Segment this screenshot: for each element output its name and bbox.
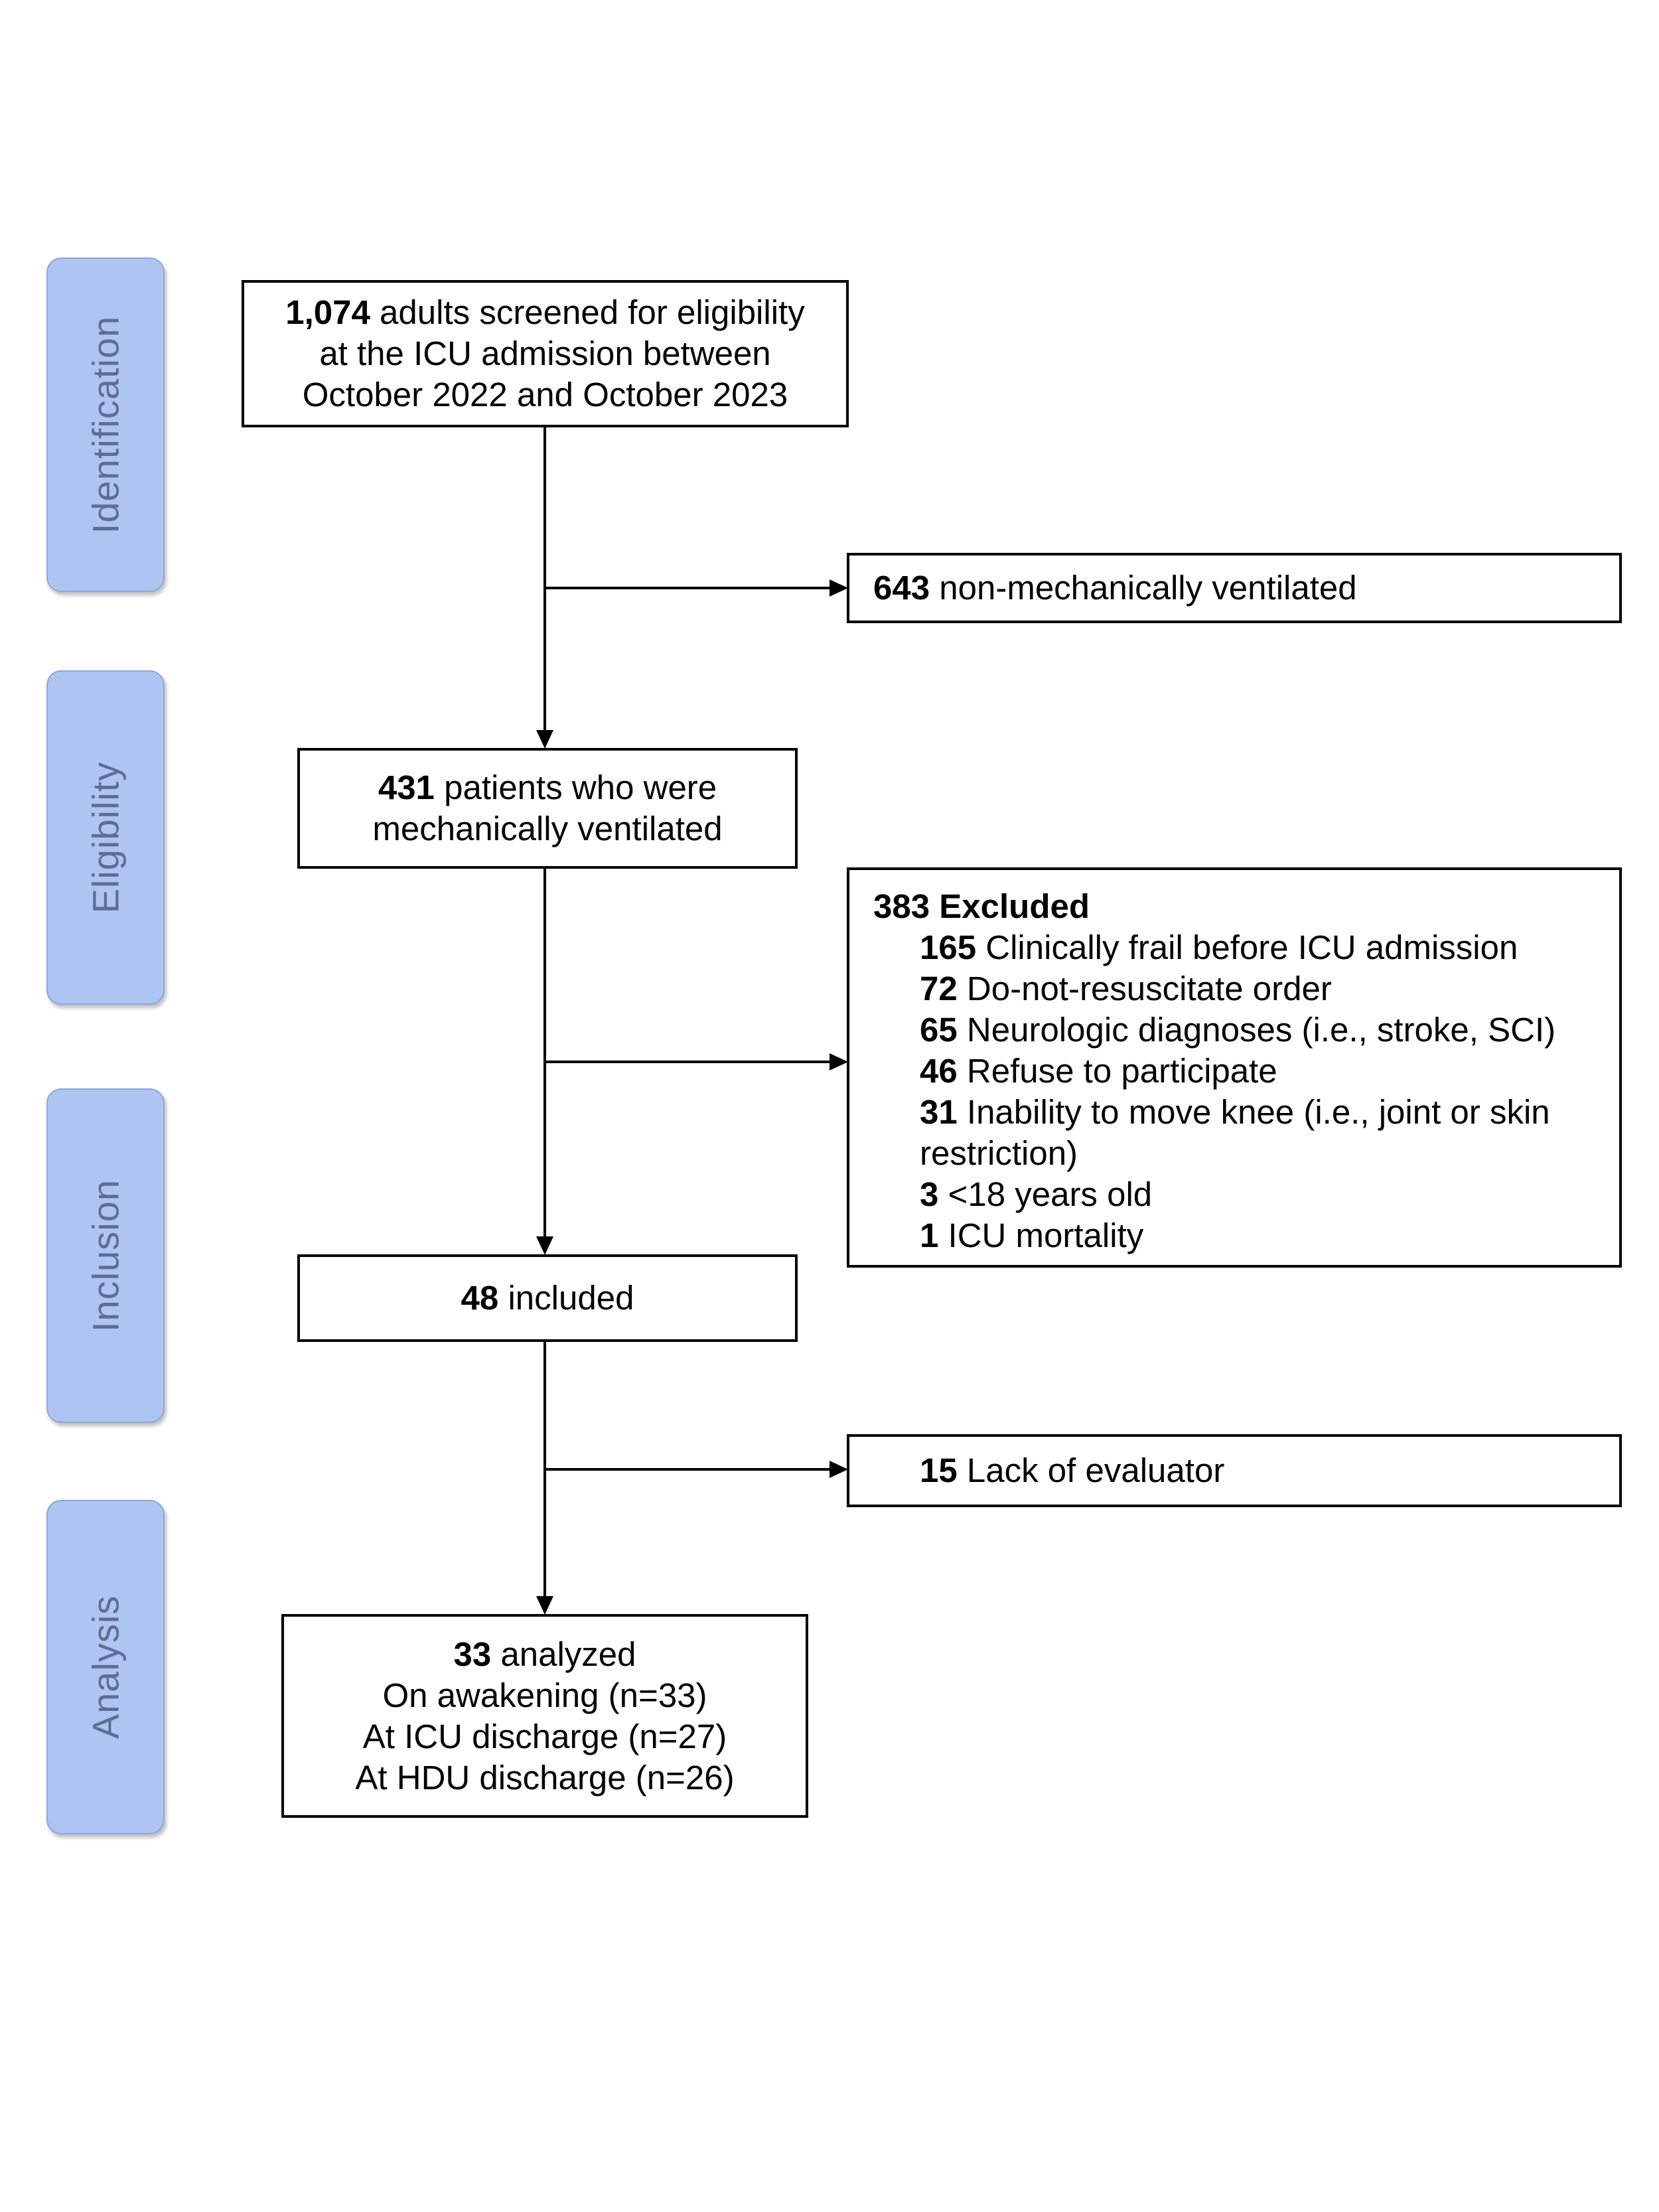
included-box: 48 included xyxy=(297,1254,798,1342)
excluded-reason-count: 31 xyxy=(920,1093,958,1131)
excluded-reason-count: 165 xyxy=(920,928,977,966)
included-count: 48 xyxy=(461,1279,499,1317)
excluded-reason-count: 65 xyxy=(920,1011,958,1049)
lack-evaluator-line: 15 Lack of evaluator xyxy=(920,1450,1224,1491)
ventilated-box: 431 patients who were mechanically venti… xyxy=(297,748,798,869)
non-ventilated-line: 643 non-mechanically ventilated xyxy=(873,567,1357,609)
excluded-reason-count: 1 xyxy=(920,1217,939,1254)
stage-identification: Identification xyxy=(46,258,165,592)
arrow-screened-to-ventilated-head xyxy=(536,730,553,749)
analyzed-line1-text: analyzed xyxy=(491,1635,636,1673)
lack-evaluator-box: 15 Lack of evaluator xyxy=(847,1434,1622,1507)
arrow-non-ventilated-head xyxy=(830,579,848,597)
ventilated-line1: 431 patients who were xyxy=(300,767,795,808)
excluded-reason-text: <18 years old xyxy=(938,1175,1153,1213)
excluded-reason-text: ICU mortality xyxy=(938,1217,1144,1254)
excluded-reason: 65 Neurologic diagnoses (i.e., stroke, S… xyxy=(920,1009,1619,1051)
non-ventilated-count: 643 xyxy=(873,569,930,607)
screened-line3: October 2022 and October 2023 xyxy=(302,376,788,413)
lack-evaluator-text: Lack of evaluator xyxy=(957,1451,1225,1489)
excluded-reasons-list: 165 Clinically frail before ICU admissio… xyxy=(873,927,1619,1256)
arrow-excluded-head xyxy=(830,1053,848,1070)
stage-inclusion: Inclusion xyxy=(46,1088,165,1423)
excluded-reason-text: Neurologic diagnoses (i.e., stroke, SCI) xyxy=(957,1011,1556,1049)
lack-evaluator-count: 15 xyxy=(920,1451,958,1489)
analyzed-line3: At ICU discharge (n=27) xyxy=(362,1717,727,1755)
analyzed-line2: On awakening (n=33) xyxy=(382,1676,707,1714)
non-ventilated-text: non-mechanically ventilated xyxy=(930,569,1357,607)
excluded-reason: 1 ICU mortality xyxy=(920,1215,1619,1256)
excluded-reason: 3 <18 years old xyxy=(920,1174,1619,1215)
excluded-box: 383 Excluded 165 Clinically frail before… xyxy=(847,867,1622,1268)
analyzed-count: 33 xyxy=(453,1635,492,1673)
excluded-reason-count: 72 xyxy=(920,970,958,1007)
arrow-lack-evaluator-head xyxy=(830,1461,848,1478)
screened-line2: at the ICU admission between xyxy=(319,334,771,372)
analyzed-line1: 33 analyzed xyxy=(284,1634,806,1675)
stage-analysis: Analysis xyxy=(46,1500,165,1834)
excluded-reason-count: 3 xyxy=(920,1175,939,1213)
screened-line1: 1,074 adults screened for eligibility xyxy=(244,292,846,333)
arrow-included-to-analyzed-head xyxy=(536,1596,553,1615)
excluded-reason-count: 46 xyxy=(920,1052,958,1090)
screened-count: 1,074 xyxy=(285,293,370,331)
ventilated-count: 431 xyxy=(378,769,435,806)
excluded-reason-text: Refuse to participate xyxy=(957,1052,1277,1090)
excluded-header-text: 383 Excluded xyxy=(873,887,1090,925)
stage-eligibility: Eligibility xyxy=(46,670,165,1005)
screened-box: 1,074 adults screened for eligibility at… xyxy=(242,280,849,427)
excluded-reason: 165 Clinically frail before ICU admissio… xyxy=(920,927,1619,968)
analyzed-line4: At HDU discharge (n=26) xyxy=(355,1758,735,1797)
excluded-reason-text: Clinically frail before ICU admission xyxy=(976,928,1518,966)
screened-line1-text: adults screened for eligibility xyxy=(370,293,805,331)
excluded-reason-continuation: restriction) xyxy=(920,1134,1078,1172)
excluded-header: 383 Excluded xyxy=(873,886,1619,927)
excluded-reason-text: Do-not-resuscitate order xyxy=(957,970,1332,1007)
non-ventilated-box: 643 non-mechanically ventilated xyxy=(847,553,1622,623)
excluded-reason: 46 Refuse to participate xyxy=(920,1051,1619,1092)
arrow-ventilated-to-included-head xyxy=(536,1236,553,1255)
ventilated-line2: mechanically ventilated xyxy=(372,810,723,848)
included-line: 48 included xyxy=(300,1278,795,1319)
excluded-reason: 31 Inability to move knee (i.e., joint o… xyxy=(920,1092,1619,1133)
included-text: included xyxy=(498,1279,634,1317)
analyzed-box: 33 analyzed On awakening (n=33) At ICU d… xyxy=(281,1614,808,1818)
ventilated-line1-text: patients who were xyxy=(434,769,717,806)
excluded-reason: 72 Do-not-resuscitate order xyxy=(920,968,1619,1009)
excluded-reason-text: Inability to move knee (i.e., joint or s… xyxy=(957,1093,1550,1131)
